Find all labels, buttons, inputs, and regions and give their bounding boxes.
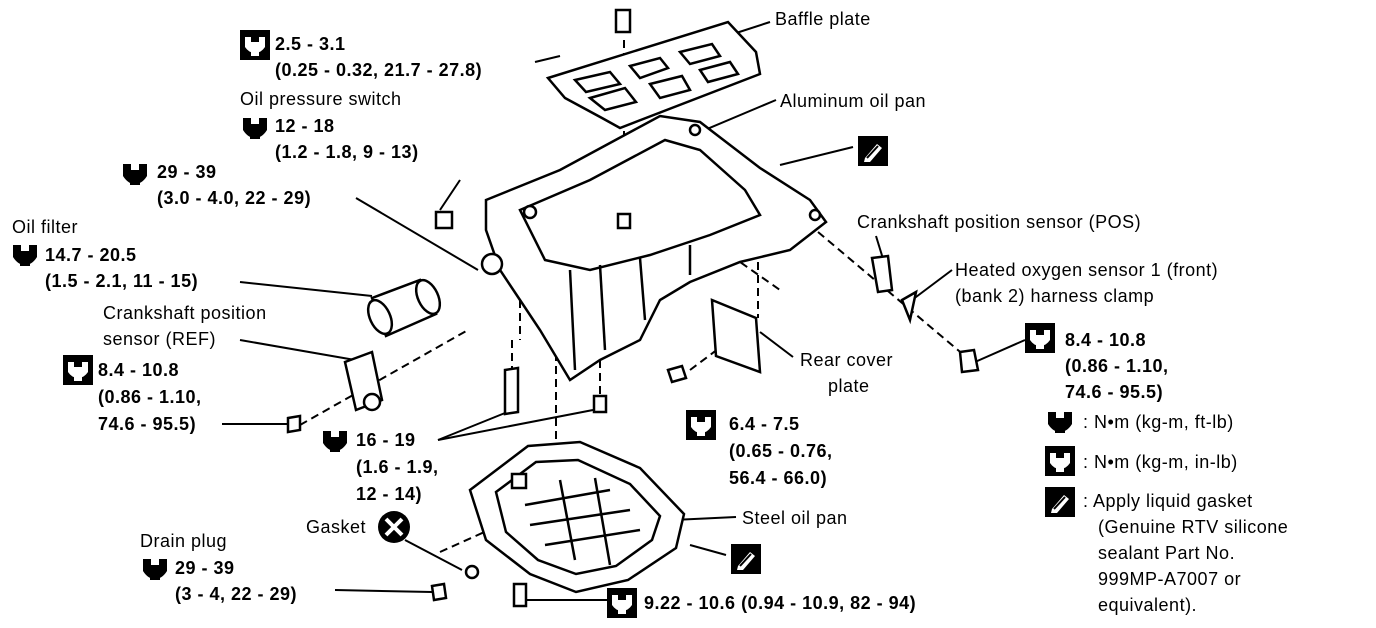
torque-bolt29-line2: (3.0 - 4.0, 22 - 29) (157, 188, 312, 208)
label-crank-ref-line2: sensor (REF) (103, 329, 217, 349)
torque-wrench-inlb-icon (607, 588, 637, 618)
label-crank-pos: Crankshaft position sensor (POS) (857, 212, 1142, 232)
torque-wrench-inlb-icon (240, 30, 270, 60)
torque-drain-line1: 29 - 39 (175, 558, 235, 578)
torque-filter-line2: (1.5 - 2.1, 11 - 15) (45, 271, 199, 291)
torque-wrench-inlb-icon (1025, 323, 1055, 353)
label-ho2s-line1: Heated oxygen sensor 1 (front) (955, 260, 1219, 280)
steel-oil-pan (468, 440, 686, 594)
baffle-plate (545, 8, 762, 130)
legend-inlb: : N•m (kg-m, in-lb) (1083, 452, 1238, 472)
torque-ref-line2: (0.86 - 1.10, (98, 387, 202, 407)
torque-ref-line3: 74.6 - 95.5) (98, 414, 197, 434)
oil-filter (366, 252, 504, 338)
label-steel-oil-pan: Steel oil pan (742, 508, 848, 528)
torque-wrench-inlb-icon (1045, 446, 1075, 476)
torque-drain-line2: (3 - 4, 22 - 29) (175, 584, 298, 604)
torque-wrench-ftlb-icon (120, 158, 150, 188)
label-oil-pressure-switch: Oil pressure switch (240, 89, 402, 109)
torque-ref-line1: 8.4 - 10.8 (98, 360, 180, 380)
leader-lines (222, 21, 1026, 601)
torque-wrench-ftlb-icon (10, 239, 40, 269)
label-baffle-plate: Baffle plate (775, 9, 871, 29)
torque-wrench-ftlb-icon (240, 112, 270, 142)
gasket-x-symbol (378, 511, 410, 543)
label-rear-cover-line2: plate (828, 376, 870, 396)
legend-ftlb: : N•m (kg-m, ft-lb) (1083, 412, 1234, 432)
torque-filter-line1: 14.7 - 20.5 (45, 245, 137, 265)
legend-gasket-line3: sealant Part No. (1098, 543, 1236, 563)
aluminum-oil-pan (484, 114, 828, 382)
liquid-gasket-icon (858, 136, 888, 166)
torque-rear-line1: 6.4 - 7.5 (729, 414, 800, 434)
label-aluminum-oil-pan: Aluminum oil pan (780, 91, 927, 111)
torque-bolt29-line1: 29 - 39 (157, 162, 217, 182)
label-crank-ref-line1: Crankshaft position (103, 303, 267, 323)
torque-pos-line3: 74.6 - 95.5) (1065, 382, 1164, 402)
torque-wrench-inlb-icon (686, 410, 716, 440)
torque-rear-line3: 56.4 - 66.0) (729, 468, 828, 488)
torque-pos-line1: 8.4 - 10.8 (1065, 330, 1147, 350)
torque-baffle-line1: 2.5 - 3.1 (275, 34, 346, 54)
label-ho2s-line2: (bank 2) harness clamp (955, 286, 1155, 306)
torque-wrench-ftlb-icon (140, 553, 170, 583)
torque-wrench-ftlb-icon (1045, 406, 1075, 436)
torque-rear-line2: (0.65 - 0.76, (729, 441, 833, 461)
legend-gasket-line2: (Genuine RTV silicone (1098, 517, 1289, 537)
small-parts (286, 210, 980, 608)
torque-b16-line1: 16 - 19 (356, 430, 416, 450)
torque-wrench-ftlb-icon (320, 425, 350, 455)
torque-wrench-inlb-icon (63, 355, 93, 385)
legend-gasket-line4: 999MP-A7007 or (1098, 569, 1242, 589)
liquid-gasket-icon (1045, 487, 1075, 517)
legend-gasket-line5: equivalent). (1098, 595, 1198, 615)
legend-gasket-line1: : Apply liquid gasket (1083, 491, 1253, 511)
label-gasket: Gasket (306, 517, 367, 537)
torque-ops-line1: 12 - 18 (275, 116, 335, 136)
liquid-gasket-icon (731, 544, 761, 574)
torque-b16-line3: 12 - 14) (356, 484, 423, 504)
label-drain-plug: Drain plug (140, 531, 228, 551)
torque-pos-line2: (0.86 - 1.10, (1065, 356, 1169, 376)
torque-baffle-line2: (0.25 - 0.32, 21.7 - 27.8) (275, 60, 483, 80)
label-rear-cover-line1: Rear cover (800, 350, 894, 370)
torque-steel-pan: 9.22 - 10.6 (0.94 - 10.9, 82 - 94) (644, 593, 917, 613)
do-not-reuse-gasket-icon (378, 511, 410, 543)
torque-b16-line2: (1.6 - 1.9, (356, 457, 439, 477)
torque-ops-line2: (1.2 - 1.8, 9 - 13) (275, 142, 419, 162)
label-oil-filter: Oil filter (12, 217, 79, 237)
